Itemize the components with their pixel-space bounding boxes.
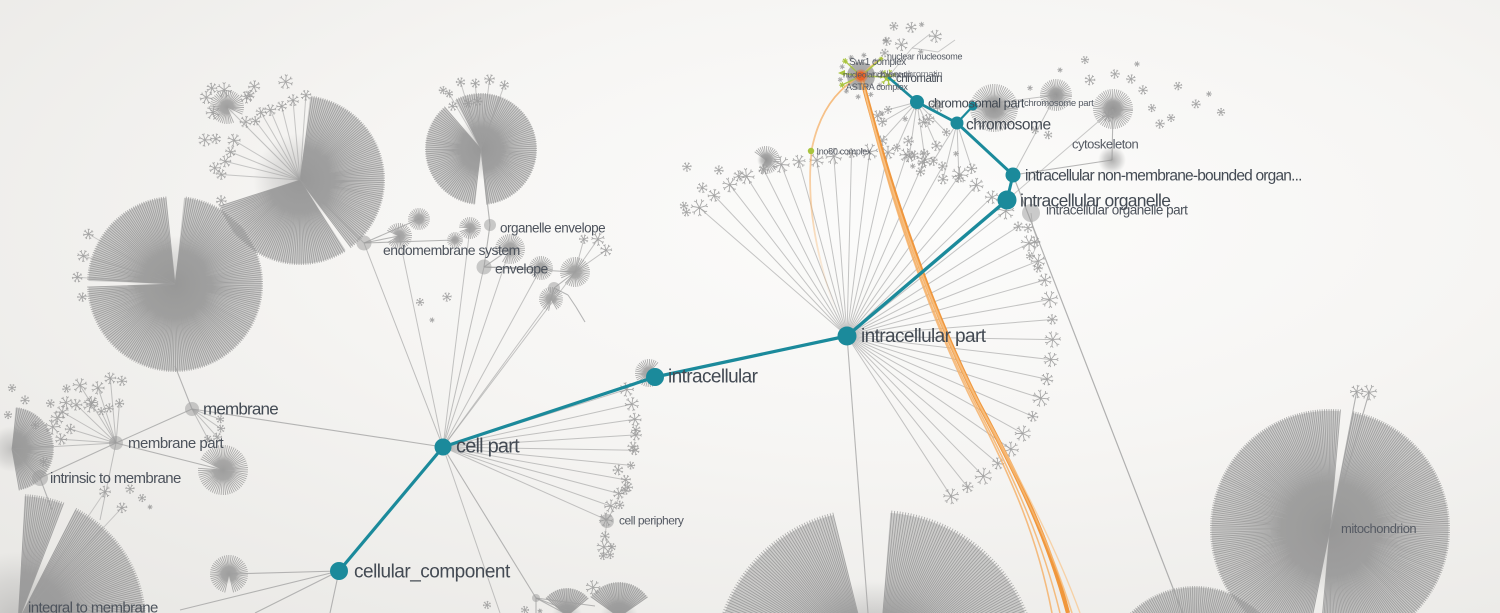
svg-text:nucleolar chromatin: nucleolar chromatin [843,70,912,80]
svg-text:nuclear nucleosome: nuclear nucleosome [887,52,962,62]
svg-text:intracellular: intracellular [668,367,759,388]
svg-text:ASTRA complex: ASTRA complex [846,82,908,92]
svg-text:intracellular part: intracellular part [861,326,987,347]
svg-text:chromosome part: chromosome part [1024,98,1094,109]
svg-text:membrane: membrane [203,400,278,419]
svg-text:intracellular organelle: intracellular organelle [1020,191,1170,211]
svg-text:Swr1 complex: Swr1 complex [849,57,906,68]
svg-text:Ino80 complex: Ino80 complex [817,147,872,157]
svg-text:chromosome: chromosome [966,117,1051,134]
svg-text:endomembrane system: endomembrane system [383,242,520,258]
svg-text:intracellular non-membrane-bou: intracellular non-membrane-bounded organ… [1025,168,1302,185]
svg-text:membrane part: membrane part [128,435,225,452]
svg-text:chromosomal part: chromosomal part [928,96,1025,111]
svg-text:envelope: envelope [495,261,549,277]
svg-text:organelle envelope: organelle envelope [500,221,605,236]
svg-text:cytoskeleton: cytoskeleton [1072,137,1139,152]
svg-text:cell periphery: cell periphery [619,514,684,528]
svg-text:intracellular organelle part: intracellular organelle part [1046,203,1188,218]
svg-text:cellular_component: cellular_component [354,562,511,583]
svg-text:chromatin: chromatin [896,73,942,85]
svg-text:mitochondrion: mitochondrion [1341,521,1416,536]
svg-text:intrinsic to membrane: intrinsic to membrane [50,470,181,487]
svg-text:cell part: cell part [456,436,520,458]
svg-text:integral to membrane: integral to membrane [28,600,158,613]
svg-text:nuclear chromatin: nuclear chromatin [872,69,942,80]
